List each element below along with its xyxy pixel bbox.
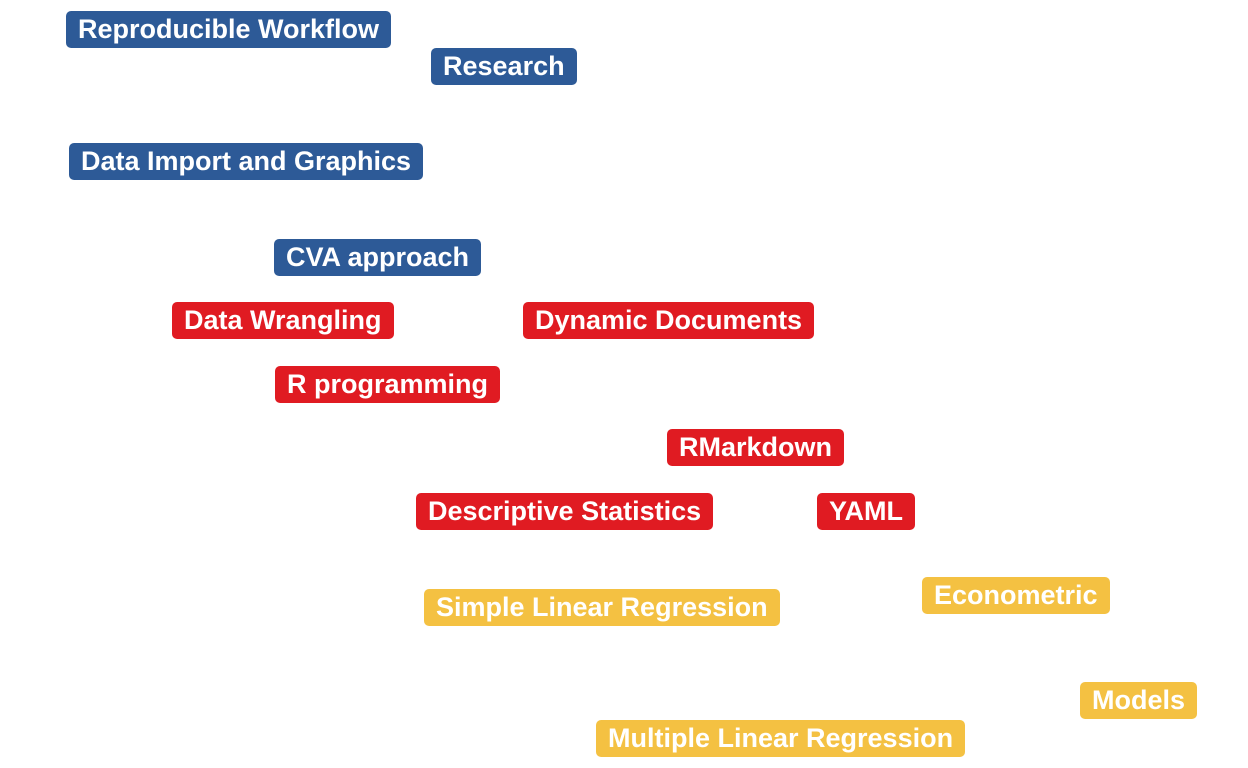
concept-label-rmarkdown: RMarkdown: [667, 429, 845, 466]
concept-label-data-wrangling: Data Wrangling: [172, 302, 394, 339]
concept-label-models: Models: [1080, 682, 1198, 719]
concept-label-yaml: YAML: [817, 493, 916, 530]
concept-label-data-import-and-graphics: Data Import and Graphics: [69, 143, 424, 180]
concept-label-econometric: Econometric: [922, 577, 1110, 614]
concept-label-research: Research: [431, 48, 577, 85]
concept-label-dynamic-documents: Dynamic Documents: [523, 302, 815, 339]
concept-label-reproducible-workflow: Reproducible Workflow: [66, 11, 392, 48]
concept-label-r-programming: R programming: [275, 366, 501, 403]
concept-label-multiple-linear-regression: Multiple Linear Regression: [596, 720, 966, 757]
concept-label-cva-approach: CVA approach: [274, 239, 482, 276]
concept-label-simple-linear-regression: Simple Linear Regression: [424, 589, 780, 626]
concept-label-descriptive-statistics: Descriptive Statistics: [416, 493, 714, 530]
